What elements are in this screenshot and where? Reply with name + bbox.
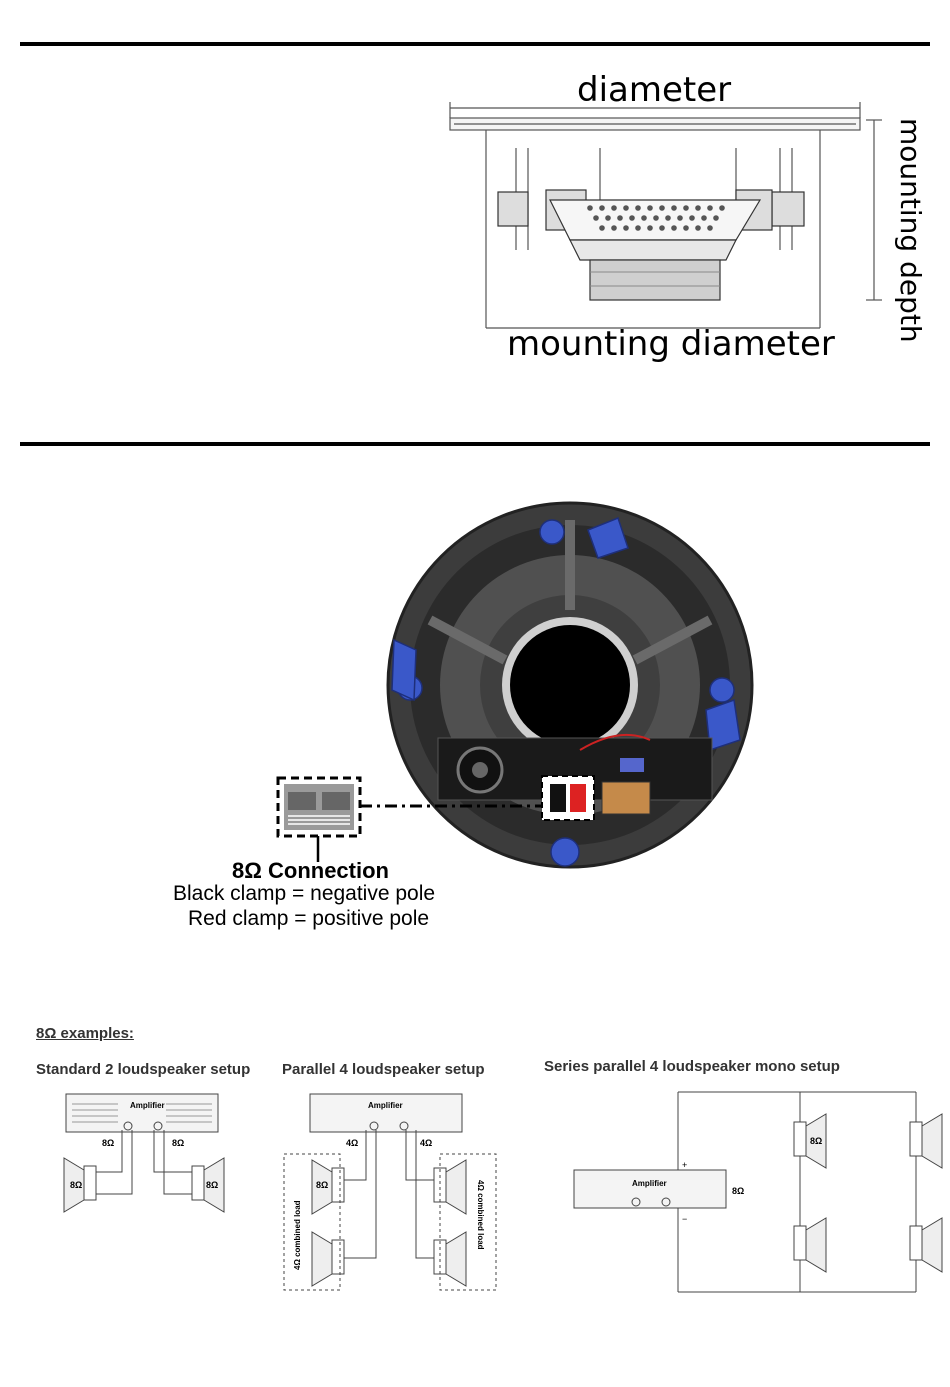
standard-out-left: 8Ω	[102, 1138, 114, 1148]
black-clamp-note: Black clamp = negative pole	[173, 882, 436, 905]
series-spk-label: 8Ω	[810, 1136, 822, 1146]
standard-spk-left: 8Ω	[70, 1180, 82, 1190]
parallel-amplifier-label: Amplifier	[368, 1101, 403, 1110]
series-parallel-setup-title: Series parallel 4 loudspeaker mono setup	[544, 1058, 840, 1075]
terminal-callout	[276, 776, 542, 862]
examples-heading: 8Ω examples:	[36, 1025, 134, 1042]
series-plus-label: +	[682, 1160, 687, 1170]
standard-setup-title: Standard 2 loudspeaker setup	[36, 1061, 251, 1078]
middle-rule	[20, 442, 930, 446]
parallel-out-left: 4Ω	[346, 1138, 358, 1148]
mounting-diameter-label: mounting diameter	[507, 324, 835, 364]
series-parallel-setup-diagram: Amplifier 8Ω + − 8Ω	[573, 1091, 943, 1293]
series-out-label: 8Ω	[732, 1186, 744, 1196]
series-minus-label: −	[682, 1214, 687, 1224]
red-clamp-note: Red clamp = positive pole	[188, 907, 430, 930]
standard-out-right: 8Ω	[172, 1138, 184, 1148]
speaker-side-profile	[449, 102, 882, 329]
parallel-setup-diagram: Amplifier 4Ω 4Ω 8Ω 4Ω combined load 4Ω c…	[283, 1093, 497, 1291]
standard-setup-diagram: Amplifier 8Ω 8Ω 8Ω 8Ω	[63, 1093, 225, 1213]
parallel-combined-right: 4Ω combined load	[476, 1180, 485, 1250]
parallel-spk-label: 8Ω	[316, 1180, 328, 1190]
diameter-label: diameter	[577, 70, 732, 110]
series-amplifier-label: Amplifier	[632, 1179, 667, 1188]
parallel-out-right: 4Ω	[420, 1138, 432, 1148]
speaker-rear-view	[386, 501, 754, 869]
top-rule	[20, 42, 930, 46]
parallel-combined-left: 4Ω combined load	[293, 1200, 302, 1270]
connection-title: 8Ω Connection	[232, 858, 389, 883]
parallel-setup-title: Parallel 4 loudspeaker setup	[282, 1061, 485, 1078]
mounting-depth-label: mounting depth	[894, 118, 927, 343]
standard-spk-right: 8Ω	[206, 1180, 218, 1190]
standard-amplifier-label: Amplifier	[130, 1101, 165, 1110]
